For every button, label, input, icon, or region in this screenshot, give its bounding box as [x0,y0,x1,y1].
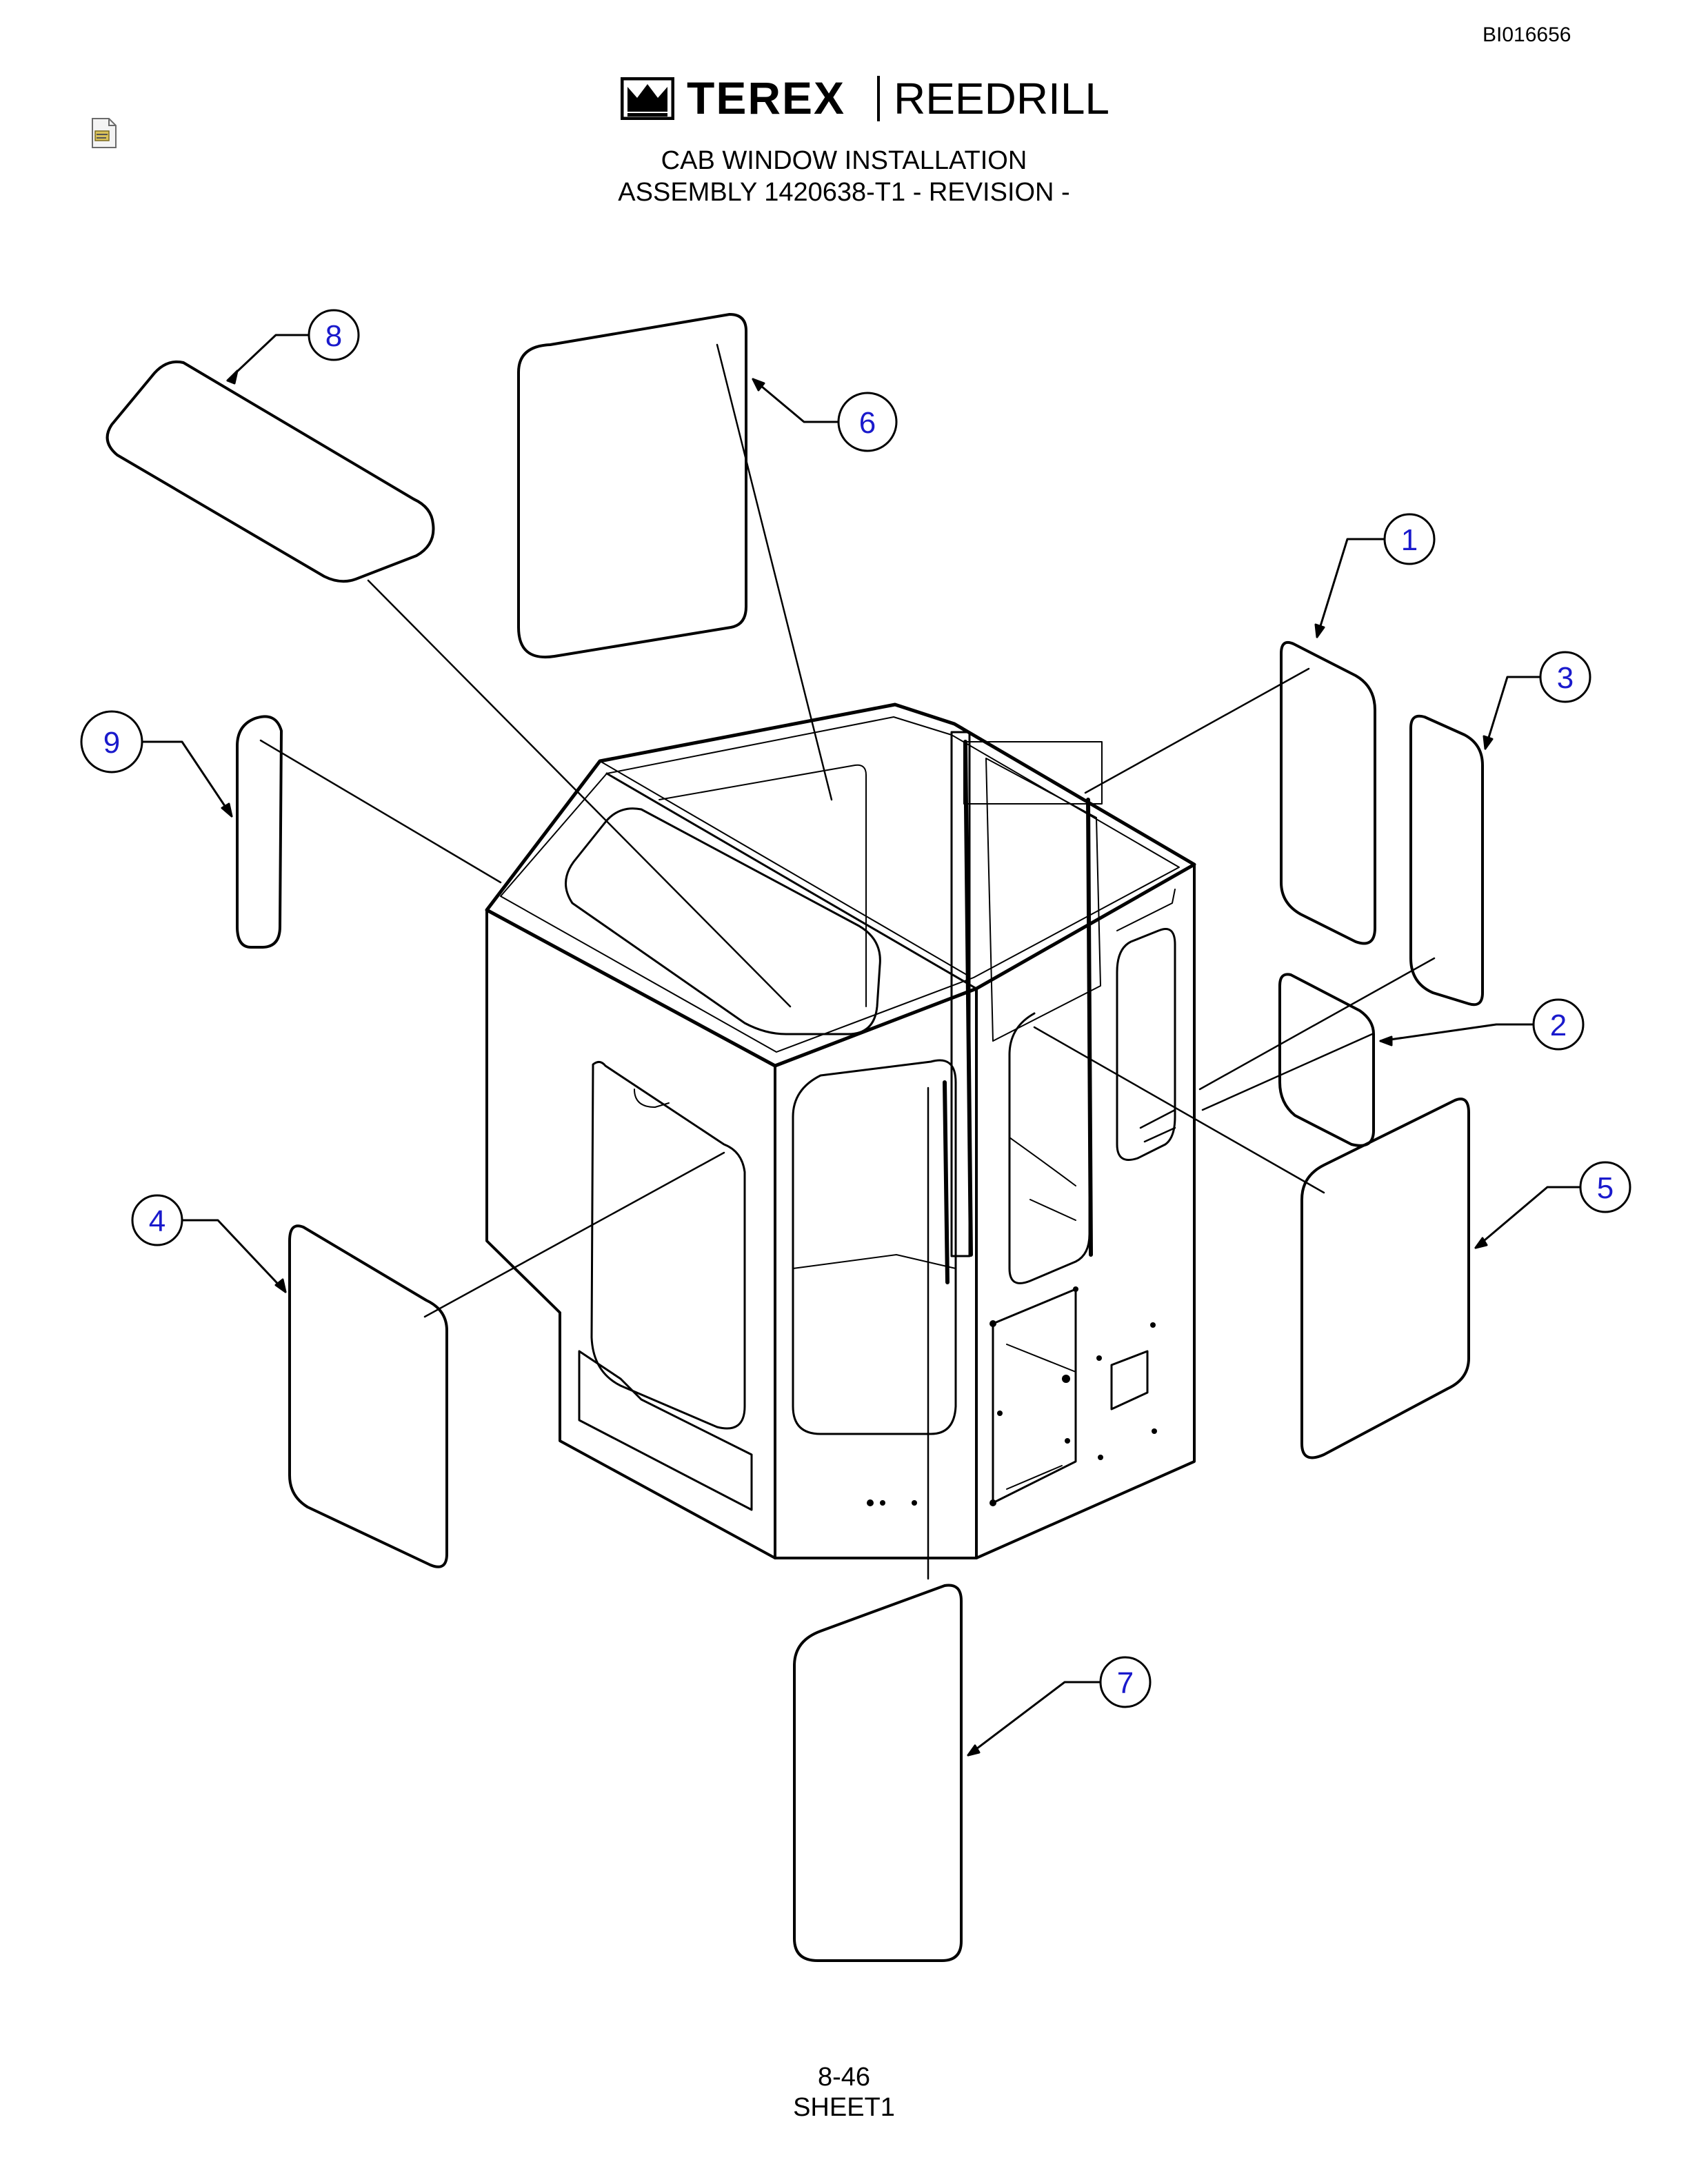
window-6 [517,313,747,659]
window-8 [106,361,435,583]
callout-9: 9 [80,710,233,818]
window-4 [288,1224,448,1568]
document-number: BI016656 [1483,23,1571,46]
drawing-subtitle: ASSEMBLY 1420638-T1 - REVISION - [618,178,1070,207]
window-7 [793,1584,963,1962]
callout-8-label: 8 [325,319,342,353]
callouts: 8 6 1 3 2 [80,309,1631,1757]
callout-3: 3 [1483,651,1591,750]
callout-6-label: 6 [859,406,876,440]
window-5 [1300,1098,1470,1459]
callout-9-label: 9 [103,726,120,760]
window-3 [1409,714,1484,1007]
window-1 [1280,640,1376,945]
callout-1-label: 1 [1401,523,1418,557]
cab-frame [485,702,1196,1559]
assembly-lines [259,343,1436,1580]
terex-reedrill-logo: TEREX REEDRILL [621,72,1131,124]
callout-5-label: 5 [1597,1171,1614,1205]
page-number: 8-46 [817,2063,871,2092]
file-icon [92,118,117,148]
terex-crown-icon [621,77,674,120]
callout-1: 1 [1314,513,1436,638]
callout-3-label: 3 [1557,661,1574,695]
callout-8: 8 [226,309,360,385]
callout-4-label: 4 [149,1204,165,1238]
callout-2: 2 [1379,998,1585,1051]
window-2 [1278,973,1375,1147]
logo-brand-text: TEREX [687,72,846,123]
callout-7: 7 [967,1656,1152,1757]
callout-2-label: 2 [1550,1009,1567,1042]
callout-5: 5 [1474,1161,1631,1249]
callout-4: 4 [131,1194,287,1293]
window-panes [106,313,1484,1962]
callout-6: 6 [752,378,898,452]
sheet-label: SHEET1 [793,2093,895,2122]
window-9 [236,715,283,949]
drawing-title: CAB WINDOW INSTALLATION [661,146,1027,175]
logo-sub-text: REEDRILL [894,74,1109,123]
callout-7-label: 7 [1117,1666,1134,1700]
logo-separator [877,76,880,121]
